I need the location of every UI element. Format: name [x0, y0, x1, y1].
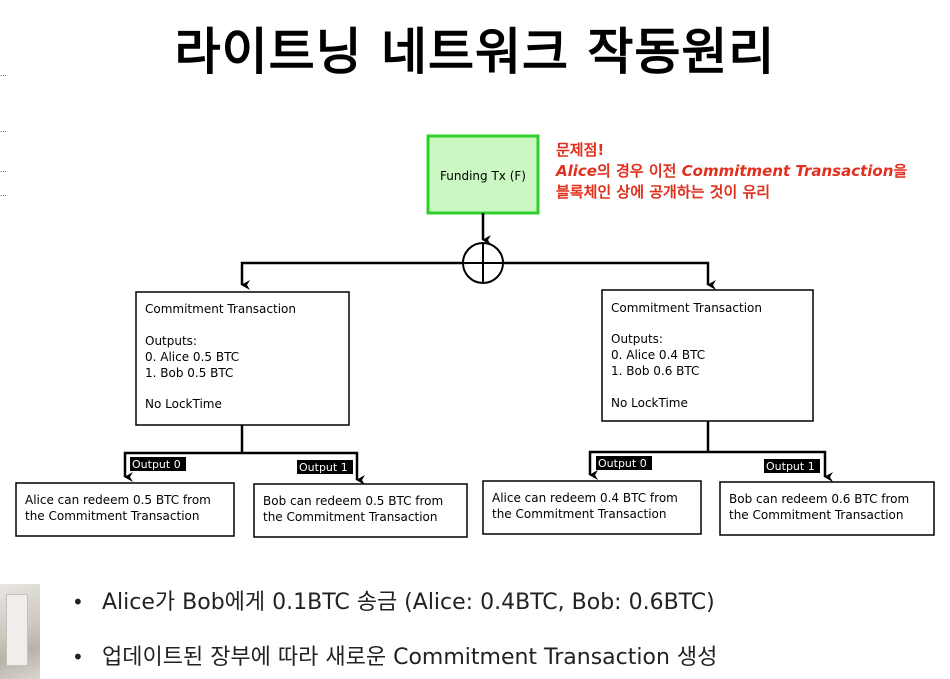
- side-snippet: ...: [0, 126, 7, 134]
- note-commitment: Commitment Transaction: [681, 162, 894, 180]
- note-line-2: Alice의 경우 이전 Commitment Transaction을: [556, 161, 948, 182]
- connector-line: [123, 451, 242, 482]
- left-locktime: No LockTime: [145, 397, 222, 411]
- right-locktime: No LockTime: [611, 396, 688, 410]
- connector-line: [708, 450, 833, 482]
- bullet-text: 업데이트된 장부에 따라 새로운 Commitment Transaction …: [102, 645, 718, 670]
- side-snippet: ...: [0, 190, 7, 198]
- xor-symbol: [462, 242, 504, 284]
- bullet-item: • 업데이트된 장부에 따라 새로운 Commitment Transaction…: [72, 639, 717, 671]
- left-outputs-label: Outputs:: [145, 334, 197, 348]
- right-outputs-label: Outputs:: [611, 332, 663, 346]
- output-1-tag-right: Output 1: [766, 460, 815, 473]
- output-1-tag: [297, 460, 353, 474]
- connector-line: [503, 261, 716, 290]
- bob-redeem-left-line2: the Commitment Transaction: [263, 510, 438, 524]
- connector-line: [242, 451, 365, 485]
- side-snippet: ...: [0, 166, 7, 174]
- output-0-tag-right: Output 0: [598, 457, 647, 470]
- alice-redeem-box-left: [15, 482, 235, 537]
- output-1-tag-left: Output 1: [299, 461, 348, 474]
- left-commitment-box: [135, 291, 350, 426]
- left-output-1: 1. Bob 0.5 BTC: [145, 366, 233, 380]
- bullet-dot-icon: •: [72, 590, 84, 614]
- note-line-3: 블록체인 상에 공개하는 것이 유리: [556, 183, 771, 201]
- bob-redeem-left-line1: Bob can redeem 0.5 BTC from: [263, 494, 443, 508]
- right-commitment-box: [601, 289, 814, 422]
- bullet-item: • Alice가 Bob에게 0.1BTC 송금 (Alice: 0.4BTC, …: [72, 584, 715, 616]
- bob-redeem-right-line1: Bob can redeem 0.6 BTC from: [729, 492, 909, 506]
- left-output-0: 0. Alice 0.5 BTC: [145, 350, 239, 364]
- connector-line: [588, 450, 708, 480]
- right-output-0: 0. Alice 0.4 BTC: [611, 348, 705, 362]
- right-commitment-title: Commitment Transaction: [611, 301, 762, 315]
- alice-redeem-right-line1: Alice can redeem 0.4 BTC from: [492, 491, 678, 505]
- funding-tx-label: Funding Tx (F): [440, 169, 526, 183]
- right-output-1: 1. Bob 0.6 BTC: [611, 364, 699, 378]
- note-text: 의 경우 이전: [596, 162, 682, 180]
- alice-redeem-box-right: [482, 480, 702, 535]
- output-0-tag-left: Output 0: [132, 458, 181, 471]
- bullet-text: Alice가 Bob에게 0.1BTC 송금 (Alice: 0.4BTC, B…: [102, 590, 715, 615]
- output-0-tag: [130, 457, 186, 471]
- slide-title: 라이트닝 네트워크 작동원리: [174, 23, 776, 81]
- alice-redeem-right-line2: the Commitment Transaction: [492, 507, 667, 521]
- problem-note: 문제점! Alice의 경우 이전 Commitment Transaction…: [556, 140, 948, 203]
- alice-redeem-left-line2: the Commitment Transaction: [25, 509, 200, 523]
- bullet-dot-icon: •: [72, 645, 84, 669]
- note-particle: 을: [893, 162, 908, 180]
- alice-redeem-left-line1: Alice can redeem 0.5 BTC from: [25, 493, 211, 507]
- presenter-photo: [0, 584, 40, 679]
- connector-line: [240, 261, 463, 290]
- left-commitment-title: Commitment Transaction: [145, 302, 296, 316]
- bob-redeem-box-left: [253, 483, 468, 538]
- door-shape: [6, 594, 28, 666]
- note-line-1: 문제점!: [556, 141, 605, 159]
- bob-redeem-right-line2: the Commitment Transaction: [729, 508, 904, 522]
- output-0-tag: [596, 456, 652, 470]
- side-snippet: ...: [0, 70, 7, 78]
- note-alice: Alice: [556, 162, 597, 180]
- output-1-tag: [764, 459, 820, 473]
- funding-tx-box: [426, 134, 540, 215]
- bob-redeem-box-right: [719, 481, 935, 536]
